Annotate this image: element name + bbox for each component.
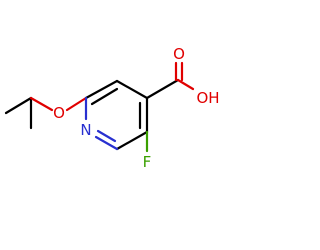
fluorine-label: F — [143, 153, 152, 171]
bond-carboxyl-hydroxyl — [176, 78, 195, 91]
ring-nitrogen-label: N — [80, 121, 91, 139]
bond-c3-c4 — [115, 79, 149, 100]
chemical-structure: N O O OH F — [4, 45, 220, 171]
bond-c5-c6 — [115, 130, 149, 151]
bond-ring-carboxyl — [145, 78, 180, 100]
hydroxyl-label: OH — [196, 89, 219, 107]
ether-oxygen-label: O — [53, 104, 65, 122]
bond-c6-n — [94, 135, 119, 151]
bond-methyl-1 — [4, 96, 33, 115]
molecule-canvas: N O O OH F — [4, 45, 220, 171]
carbonyl-oxygen-label: O — [173, 45, 185, 63]
bond-ether-ring — [65, 96, 88, 112]
bond-c2-c3 — [84, 79, 119, 100]
bond-c2-c3-inner — [90, 87, 119, 106]
bond-isopropyl-ether — [29, 96, 54, 112]
bond-c6-n-inner — [96, 129, 117, 143]
